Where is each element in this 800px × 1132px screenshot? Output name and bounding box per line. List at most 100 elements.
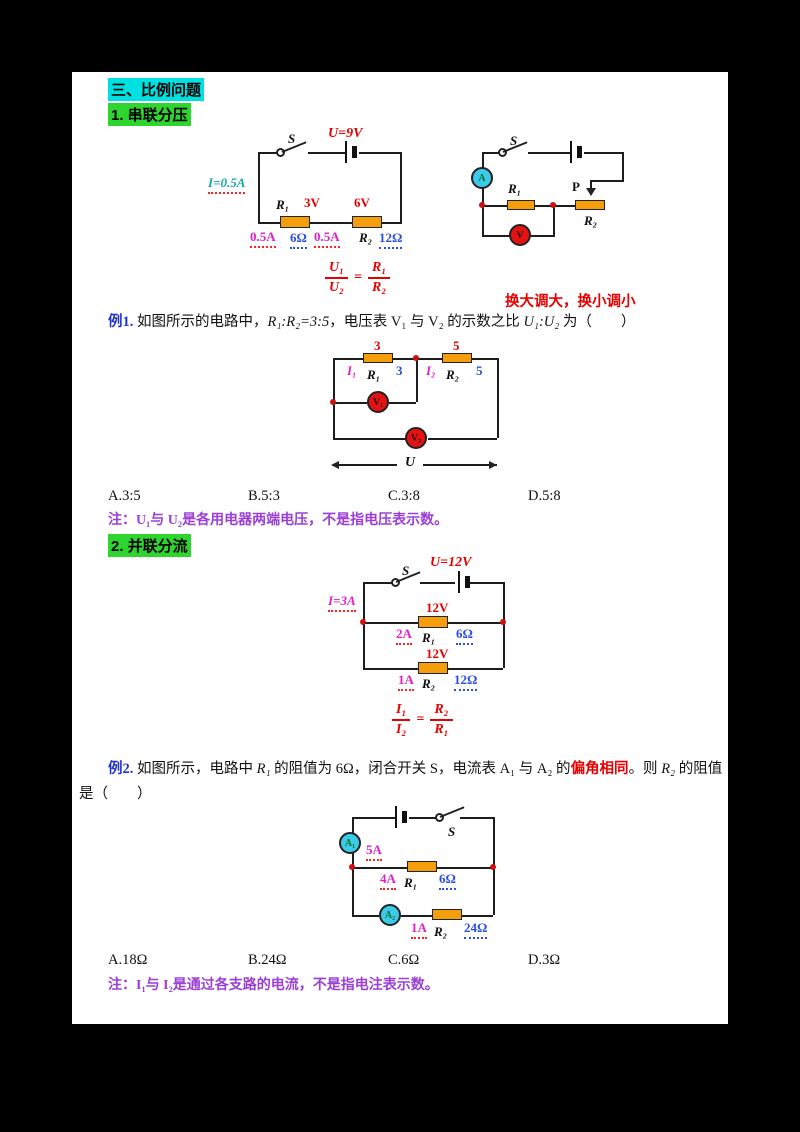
r1-voltage-label: 12V [426, 600, 449, 615]
r2-resistance-label: 12Ω [379, 230, 403, 249]
wire [448, 668, 503, 670]
section-title: 三、比例问题 [108, 78, 205, 101]
r2-current-label: 1A [398, 672, 414, 691]
denominator: U₂ [329, 280, 344, 295]
ex1-part: U₁:U₂ [523, 314, 560, 330]
ex1-option-c: C.3:8 [388, 488, 420, 504]
denominator: R₂ [371, 280, 387, 295]
total-voltage-label: U [397, 455, 424, 471]
resistor-r2 [442, 353, 472, 363]
wire [448, 622, 503, 624]
voltmeter-label: V [516, 229, 524, 241]
source-voltage-label: U=12V [430, 555, 472, 570]
r2-voltage-label: 6V [354, 195, 370, 210]
ex2-part: 。则 [628, 761, 662, 777]
denominator: R₁ [434, 722, 449, 737]
ex2-part: 的阻值为 6Ω，闭合开关 S，电流表 A₁ 与 A₂ 的 [270, 761, 571, 777]
wire [333, 402, 367, 404]
r2-label: R₂ [446, 367, 460, 382]
junction-dot [500, 619, 506, 625]
wire [528, 152, 570, 154]
switch-pivot [276, 148, 285, 157]
circuit-parallel-demo: S U=12V I=3A 12V 2A R₁ 6Ω 12V 1A R₂ 12Ω [322, 555, 522, 695]
voltmeter-v1: V₁ [367, 391, 389, 413]
r2-value-label: 5 [476, 363, 483, 378]
r1-label: R₁ [404, 875, 418, 890]
battery-short-plate [577, 146, 582, 158]
wire [333, 358, 363, 360]
r2-ratio-label: 5 [453, 338, 460, 353]
circuit-series-demo: S U=9V I=0.5A R₁ 3V 6V 0.5A 6Ω 0.5A R₂ 1… [202, 126, 492, 252]
r2-label: R₂ [422, 676, 436, 691]
numerator: R₂ [430, 702, 453, 721]
wire [389, 402, 416, 404]
r2-voltage-label: 12V [426, 646, 449, 661]
voltmeter-v1-label: V₁ [372, 396, 384, 408]
fraction-r2-r1: R₂ R₁ [430, 702, 453, 738]
subsection2-title: 2. 并联分流 [108, 534, 191, 557]
i1-label: I₁ [347, 363, 357, 378]
wire [401, 915, 433, 917]
ammeter-a2: A₂ [379, 904, 401, 926]
ex2-part: 的阻值 [675, 761, 723, 777]
r1-label: R₁ [422, 630, 436, 645]
rheostat-r2 [575, 200, 605, 210]
switch-label: S [288, 131, 296, 146]
equals-sign: = [354, 270, 362, 285]
i2-label: I₂ [426, 363, 436, 378]
circuit-rheostat-demo: A V S R₁ P R₂ [471, 127, 637, 252]
ex1-option-a: A.3:5 [108, 488, 141, 504]
wiper-arrow [586, 188, 596, 196]
voltmeter: V [509, 224, 531, 246]
junction-dot [479, 202, 485, 208]
example1-label: 例1. [108, 314, 134, 330]
resistor-r1 [418, 616, 448, 628]
arrow-right [489, 461, 497, 469]
circuit-example2: A₁ A₂ S 5A 4A R₁ 6Ω 1A R₂ 24Ω [339, 802, 507, 942]
ex1-note: 注：U₁与 U₂是各用电器两端电压，不是指电压表示数。 [108, 513, 449, 528]
junction-dot [490, 864, 496, 870]
r1-value-label: 3 [396, 363, 403, 378]
ex1-part: 为（ ） [559, 314, 636, 330]
ex2-option-b: B.24Ω [248, 952, 287, 968]
wire [428, 438, 497, 440]
wire [352, 915, 379, 917]
wire [497, 358, 499, 438]
wire [382, 222, 402, 224]
ex2-part: 如图所示，电路中 [137, 761, 257, 777]
voltmeter-v2-label: V₂ [410, 432, 422, 444]
example2-label: 例2. [108, 761, 134, 777]
resistor-r1 [407, 861, 437, 872]
example1-question: 例1. 如图所示的电路中，R₁:R₂=3:5，电压表 V₁ 与 V₂ 的示数之比… [108, 313, 635, 332]
wire [333, 438, 406, 440]
r1-voltage-label: 3V [304, 195, 320, 210]
subsection1-title-wrap: 1. 串联分压 [108, 103, 191, 126]
wire [467, 582, 503, 584]
equals-sign: = [416, 712, 425, 727]
battery-long-plate [570, 141, 572, 163]
circuit-example1: V₁ V₂ 3 5 I₁ R₁ 3 I₂ R₂ 5 U [327, 337, 507, 477]
ex2-part: R₁ [256, 761, 271, 777]
wire [472, 358, 497, 360]
r1-label: R₁ [508, 181, 522, 196]
junction-dot [550, 202, 556, 208]
battery-long-plate [345, 141, 347, 163]
ex2-option-a: A.18Ω [108, 952, 148, 968]
ex2-part: R₂ [661, 761, 676, 777]
wire [503, 582, 505, 668]
numerator: I₁ [392, 702, 411, 721]
wire [363, 622, 418, 624]
ex2-part-emphasis: 偏角相同 [570, 761, 629, 777]
wire [409, 817, 437, 819]
a1-current-label: 5A [366, 842, 382, 861]
switch-pivot [435, 813, 444, 822]
arrow-left [331, 461, 339, 469]
switch-label: S [448, 824, 456, 839]
resistor-r2 [352, 216, 382, 228]
wire [420, 582, 455, 584]
wire [400, 152, 402, 222]
switch-label: S [402, 563, 410, 578]
battery-short-plate [465, 576, 470, 588]
wire [553, 205, 555, 235]
r1-ratio-label: 3 [374, 338, 381, 353]
